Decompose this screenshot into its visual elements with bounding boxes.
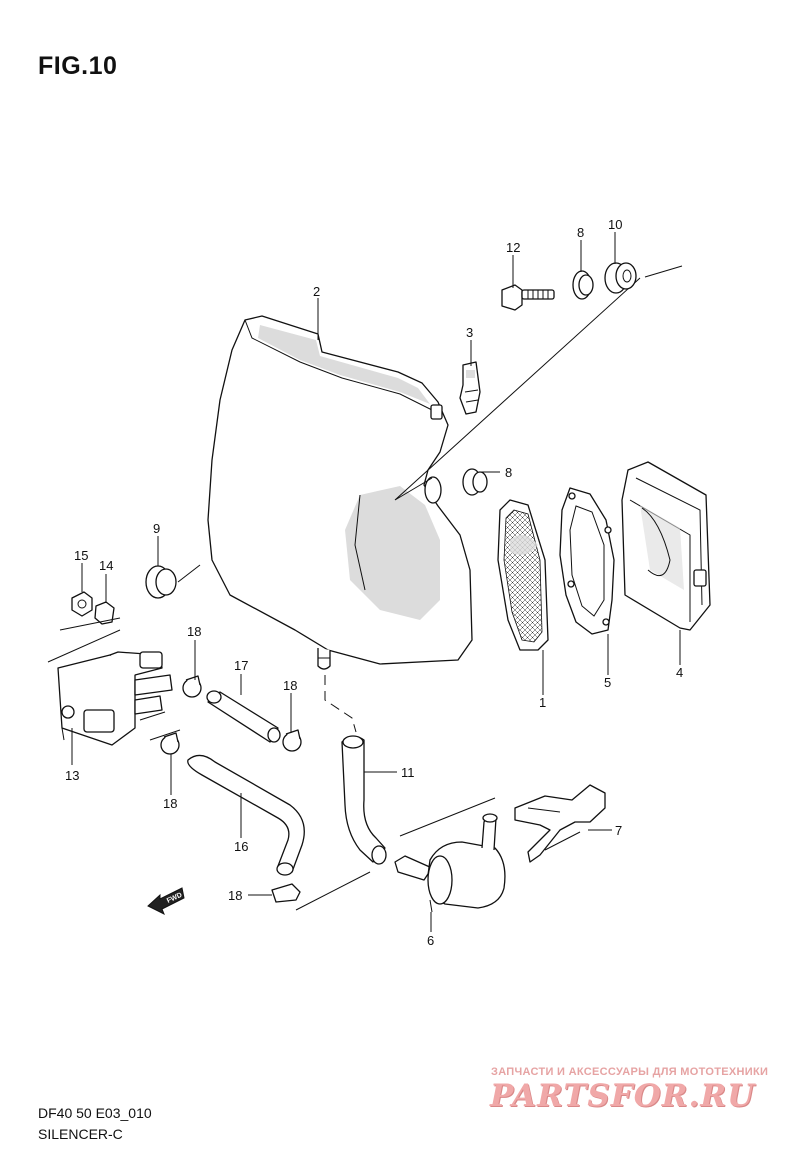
callout-17: 17	[234, 658, 248, 673]
callout-1: 1	[539, 695, 546, 710]
guide-line	[295, 797, 496, 911]
part-18-clamp-a[interactable]	[182, 675, 202, 698]
part-9-grommet[interactable]	[145, 564, 201, 599]
callout-15: 15	[74, 548, 88, 563]
callout-16: 16	[234, 839, 248, 854]
callout-numbers: 2 3 12 8 10 8 9 15 14 1 5 4 18 17 18 13 …	[65, 217, 683, 948]
callout-4: 4	[676, 665, 683, 680]
callout-3: 3	[466, 325, 473, 340]
callout-14: 14	[99, 558, 113, 573]
part-17-hose-short[interactable]	[206, 690, 281, 743]
callout-18-d: 18	[228, 888, 242, 903]
callout-8-lower: 8	[505, 465, 512, 480]
part-6-fuel-filter[interactable]	[394, 813, 506, 913]
callout-18-a: 18	[187, 624, 201, 639]
diagram-code: DF40 50 E03_010	[38, 1105, 152, 1121]
guide-line	[139, 711, 181, 741]
figure-title: FIG.10	[38, 52, 118, 80]
part-2-silencer-case[interactable]	[207, 315, 473, 670]
callout-7: 7	[615, 823, 622, 838]
guide-line	[47, 617, 121, 663]
part-5-gasket[interactable]	[559, 487, 615, 635]
callout-2: 2	[313, 284, 320, 299]
callout-12: 12	[506, 240, 520, 255]
part-4-cover[interactable]	[621, 461, 711, 631]
part-3-clip[interactable]	[459, 361, 481, 415]
callout-5: 5	[604, 675, 611, 690]
callout-13: 13	[65, 768, 79, 783]
part-10-grommet[interactable]	[604, 262, 637, 294]
part-18-clamp-c[interactable]	[160, 732, 180, 755]
part-15-nut[interactable]	[71, 591, 93, 617]
part-18-clamp-d[interactable]	[271, 883, 301, 903]
part-13-solenoid-valve[interactable]	[57, 651, 173, 746]
part-8-collar-upper[interactable]	[572, 270, 594, 300]
watermark-tagline: ЗАПЧАСТИ И АКСЕССУАРЫ ДЛЯ МОТОТЕХНИКИ	[491, 1066, 769, 1078]
callout-8-upper: 8	[577, 225, 584, 240]
part-7-bracket[interactable]	[514, 784, 606, 863]
guide-line	[394, 265, 683, 501]
watermark-brand-logo: PARTSFOR.RU	[490, 1078, 756, 1114]
callout-9: 9	[153, 521, 160, 536]
part-18-clamp-b[interactable]	[282, 729, 302, 752]
callout-6: 6	[427, 933, 434, 948]
callout-10: 10	[608, 217, 622, 232]
part-8-collar-lower[interactable]	[462, 468, 488, 496]
part-11-hose[interactable]	[324, 675, 387, 865]
part-12-bolt[interactable]	[501, 284, 555, 311]
part-1-mesh-screen[interactable]	[497, 499, 549, 651]
part-16-hose-long[interactable]	[187, 754, 305, 876]
callout-18-b: 18	[283, 678, 297, 693]
callout-18-c: 18	[163, 796, 177, 811]
callout-11: 11	[401, 765, 415, 780]
leader-lines	[71, 232, 681, 932]
diagram-name: SILENCER-C	[38, 1126, 123, 1142]
fwd-direction-arrow: FWD	[147, 887, 185, 916]
